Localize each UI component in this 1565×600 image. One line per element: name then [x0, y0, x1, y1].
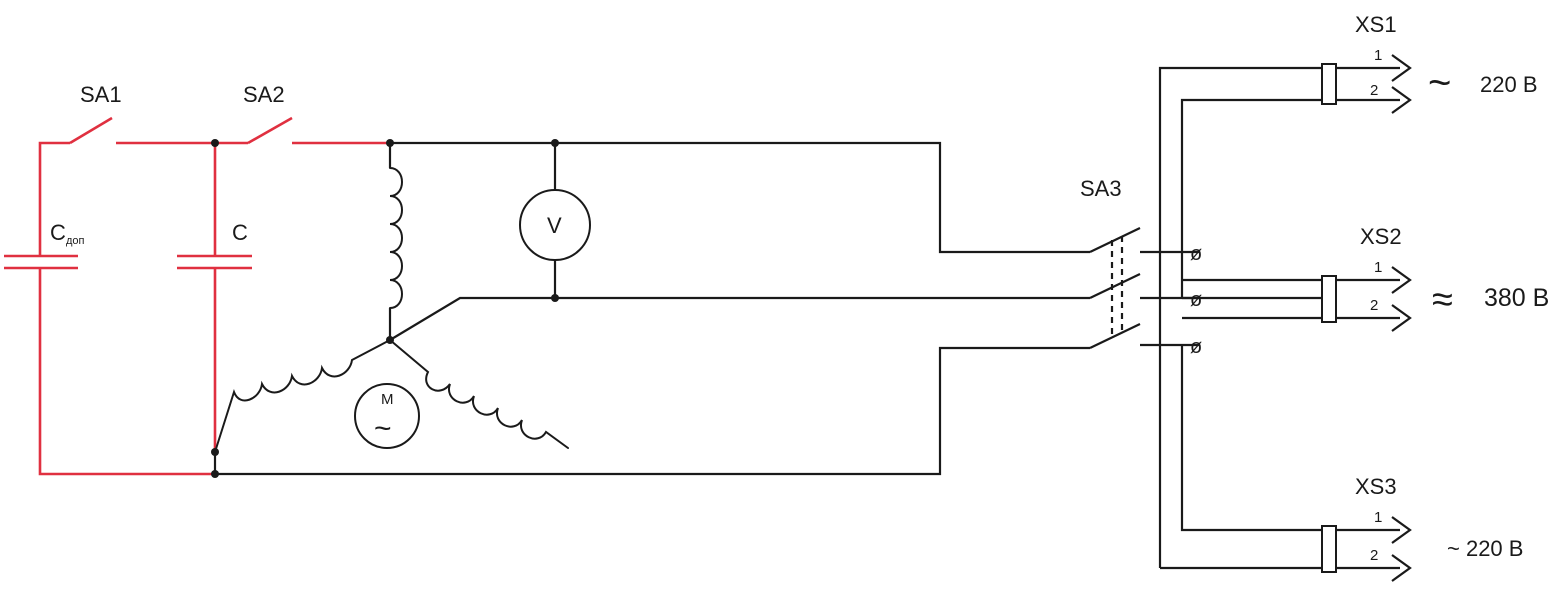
fuse-2: ø — [1190, 289, 1202, 311]
motor-icon — [354, 383, 420, 449]
switch-sa2-blade — [247, 116, 293, 145]
xs2-pin-2: 2 — [1370, 297, 1378, 314]
coil-left — [214, 339, 391, 453]
label-sa3: SA3 — [1080, 176, 1122, 201]
output-bus — [1158, 66, 1330, 570]
xs3-pin-2: 2 — [1370, 547, 1378, 564]
xs3-voltage: ~ 220 В — [1447, 536, 1523, 561]
socket-xs2 — [1321, 266, 1412, 332]
xs3-pin-1: 1 — [1374, 509, 1382, 526]
xs1-pin-1: 1 — [1374, 47, 1382, 64]
capacitor-circuit — [4, 116, 390, 476]
xs1-pin-2: 2 — [1370, 82, 1378, 99]
xs1-voltage: 220 В — [1480, 72, 1538, 97]
label-xs2: XS2 — [1360, 224, 1402, 249]
socket-xs1 — [1321, 54, 1412, 114]
label-sa1: SA1 — [80, 82, 122, 107]
label-cdop-subscript: доп — [66, 235, 85, 247]
main-wiring — [211, 139, 1090, 478]
label-c: C — [232, 220, 248, 245]
motor-label: M — [381, 391, 394, 408]
motor-ac-symbol: ~ — [374, 412, 392, 445]
xs2-voltage: 380 В — [1484, 284, 1549, 312]
switch-sa3 — [1089, 227, 1200, 349]
label-sa2: SA2 — [243, 82, 285, 107]
label-xs3: XS3 — [1355, 474, 1397, 499]
switch-sa1-blade — [69, 116, 113, 145]
xs2-ac-symbol: ≈ — [1432, 279, 1453, 321]
socket-xs3 — [1321, 516, 1412, 582]
coil-top — [389, 167, 403, 309]
xs2-pin-1: 1 — [1374, 259, 1382, 276]
label-xs1: XS1 — [1355, 12, 1397, 37]
xs1-ac-symbol: ~ — [1428, 61, 1451, 105]
voltmeter-icon — [519, 189, 591, 261]
coil-right — [389, 339, 569, 449]
label-cdop: C — [50, 220, 66, 245]
voltmeter-label: V — [547, 213, 562, 238]
fuse-1: ø — [1190, 243, 1202, 265]
fuse-3: ø — [1190, 336, 1202, 358]
